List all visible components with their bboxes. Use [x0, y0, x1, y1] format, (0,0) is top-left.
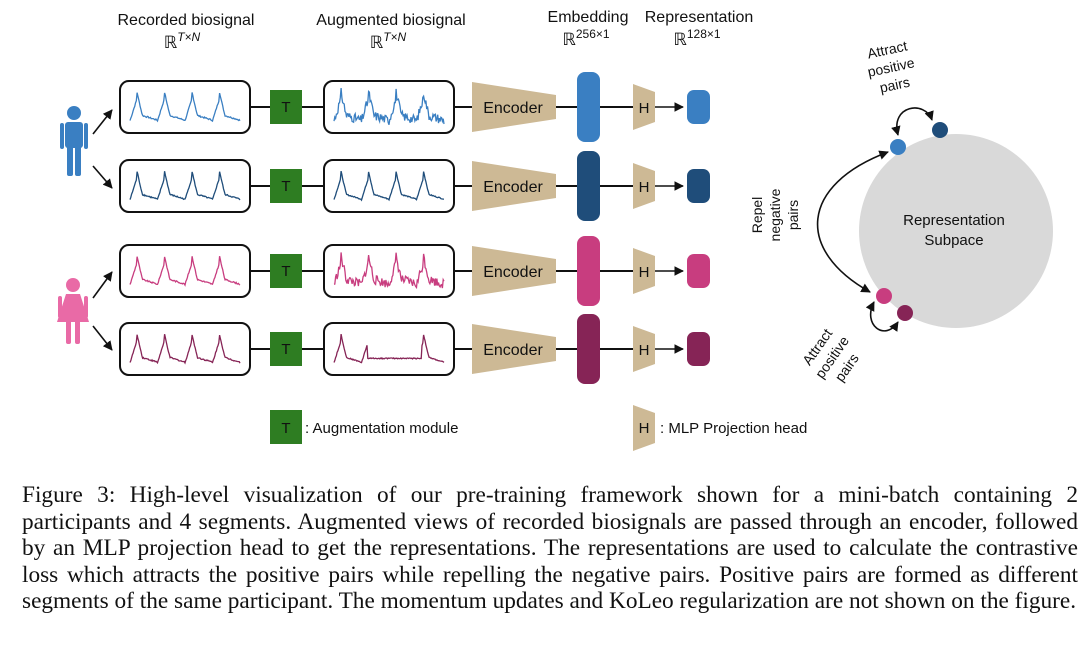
legend-augment-key-label: T	[281, 420, 290, 437]
header-representation: Representation	[645, 9, 754, 26]
embedding-vector	[577, 72, 600, 142]
svg-text:negative: negative	[767, 188, 783, 241]
embedding-point-p2-dark	[897, 305, 913, 321]
augmented-signal-box	[323, 80, 455, 134]
subspace-label-line2: Subpace	[924, 232, 983, 249]
header-embedding: Embedding	[548, 9, 629, 26]
augmentation-module-label: T	[281, 341, 290, 358]
encoder-label: Encoder	[483, 264, 543, 281]
attract-label-top: Attract positive pairs	[866, 37, 916, 96]
branch-arrow	[92, 325, 113, 351]
projection-head-block	[633, 248, 655, 294]
branch-arrow	[92, 165, 113, 189]
header-augmented-dim: ℝT×N	[370, 30, 407, 52]
svg-text:pairs: pairs	[785, 200, 801, 230]
legend-head-key	[633, 405, 655, 451]
augmentation-module-label: T	[281, 178, 290, 195]
embedding-point-p1-light	[890, 139, 906, 155]
representation-subspace	[859, 134, 1053, 328]
augmentation-module	[270, 90, 302, 124]
embedding-vector	[577, 314, 600, 384]
representation-vector	[687, 254, 710, 288]
projection-head-block	[633, 163, 655, 209]
embedding-vector	[577, 151, 600, 221]
augmented-waveform	[333, 252, 445, 290]
header-representation-dim: ℝ128×1	[673, 27, 720, 49]
projection-head-label: H	[639, 342, 650, 359]
legend-augment-text: : Augmentation module	[305, 420, 458, 437]
recorded-waveform	[129, 92, 241, 123]
legend-augment-key	[270, 410, 302, 444]
augmented-signal-box	[323, 159, 455, 213]
augmentation-module	[270, 254, 302, 288]
figure-caption: Figure 3: High-level visualization of ou…	[22, 482, 1078, 614]
recorded-signal-box	[119, 322, 251, 376]
repel-label: Repel negative pairs	[749, 188, 801, 241]
encoder-label: Encoder	[483, 342, 543, 359]
encoder-label: Encoder	[483, 179, 543, 196]
female-participant-icon	[57, 278, 89, 344]
projection-head-label: H	[639, 179, 650, 196]
augmented-signal-box	[323, 322, 455, 376]
recorded-signal-box	[119, 244, 251, 298]
header-recorded-dim: ℝT×N	[164, 30, 201, 52]
augmentation-module	[270, 332, 302, 366]
attract-label-bottom: Attract positive pairs	[799, 326, 862, 385]
header-embedding-dim: ℝ256×1	[562, 27, 609, 49]
attract-arrow-bottom	[865, 301, 899, 332]
legend-head-text: : MLP Projection head	[660, 420, 807, 437]
embedding-point-p2-light	[876, 288, 892, 304]
recorded-signal-box	[119, 80, 251, 134]
embedding-vector	[577, 236, 600, 306]
representation-vector	[687, 90, 710, 124]
encoder-block	[472, 324, 556, 374]
framework-diagram: Recorded biosignal ℝT×N Augmented biosig…	[57, 9, 1053, 451]
subspace-label-line1: Representation	[903, 212, 1005, 229]
header-augmented: Augmented biosignal	[316, 12, 465, 29]
augmented-waveform	[333, 170, 444, 202]
encoder-block	[472, 82, 556, 132]
augmentation-module-label: T	[281, 99, 290, 116]
branch-arrow	[92, 271, 113, 299]
recorded-waveform	[129, 171, 241, 201]
male-participant-icon	[60, 106, 88, 176]
projection-head-block	[633, 326, 655, 372]
encoder-block	[472, 161, 556, 211]
repel-arrow	[816, 150, 889, 293]
augmented-signal-box	[323, 244, 455, 298]
recorded-signal-box	[119, 159, 251, 213]
augmentation-module-label: T	[281, 263, 290, 280]
augmented-waveform	[333, 333, 445, 364]
augmentation-module	[270, 169, 302, 203]
projection-head-block	[633, 84, 655, 130]
projection-head-label: H	[639, 100, 650, 117]
recorded-waveform	[129, 256, 241, 287]
representation-vector	[687, 332, 710, 366]
projection-head-label: H	[639, 264, 650, 281]
header-recorded: Recorded biosignal	[118, 12, 255, 29]
svg-text:pairs: pairs	[878, 74, 911, 96]
branch-arrow	[92, 109, 113, 135]
embedding-point-p1-dark	[932, 122, 948, 138]
svg-text:Repel: Repel	[749, 197, 765, 234]
encoder-block	[472, 246, 556, 296]
attract-arrow-top	[891, 107, 934, 136]
legend-head-key-label: H	[639, 420, 650, 437]
representation-vector	[687, 169, 710, 203]
augmented-waveform	[333, 88, 445, 126]
encoder-label: Encoder	[483, 100, 543, 117]
recorded-waveform	[129, 334, 241, 365]
